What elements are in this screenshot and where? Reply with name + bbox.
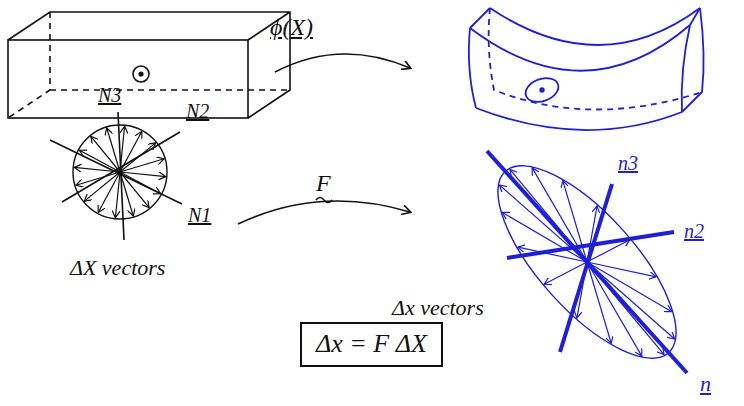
vector-arrow <box>499 185 587 262</box>
label: n2 <box>684 220 704 242</box>
label: F <box>316 170 331 196</box>
mapping-arrow <box>275 54 410 72</box>
label: n3 <box>618 152 638 174</box>
mapping-arrow <box>238 201 410 224</box>
ellipse-of-vectors <box>470 139 705 385</box>
vector-arrow <box>76 172 120 185</box>
label: N1 <box>188 204 211 226</box>
vector-arrow <box>587 262 656 277</box>
label: ΔX vectors <box>70 256 165 280</box>
vector-arrow <box>107 128 120 172</box>
vector-arrow <box>563 181 587 262</box>
vector-arrow <box>587 206 597 262</box>
vector-arrow <box>587 262 672 312</box>
label: ϕ(X) <box>270 14 313 40</box>
label: Δx vectors <box>392 296 484 320</box>
vector-arrow <box>544 262 587 284</box>
reference-body <box>8 12 290 118</box>
equation-text: Δx = F ΔX <box>316 330 427 359</box>
vector-arrow <box>120 143 156 172</box>
sphere-of-vectors <box>50 112 182 240</box>
tilde-mark <box>316 198 332 203</box>
vector-arrow <box>577 262 587 318</box>
vector-arrow <box>120 172 149 208</box>
vector-arrow <box>120 159 164 172</box>
vector-arrow <box>587 240 630 262</box>
vector-arrow <box>532 168 587 262</box>
equation-box: Δx = F ΔX <box>300 322 443 367</box>
label: N2 <box>186 100 209 122</box>
vector-arrow <box>91 136 120 172</box>
vector-arrow <box>587 262 675 339</box>
label: N3 <box>98 84 121 106</box>
vector-arrow <box>120 172 133 216</box>
vector-arrow <box>587 262 642 356</box>
deformed-body <box>469 8 704 130</box>
vector-arrow <box>587 262 664 355</box>
label: n <box>700 372 711 396</box>
vector-arrow <box>510 169 587 262</box>
vector-arrow <box>84 172 120 201</box>
